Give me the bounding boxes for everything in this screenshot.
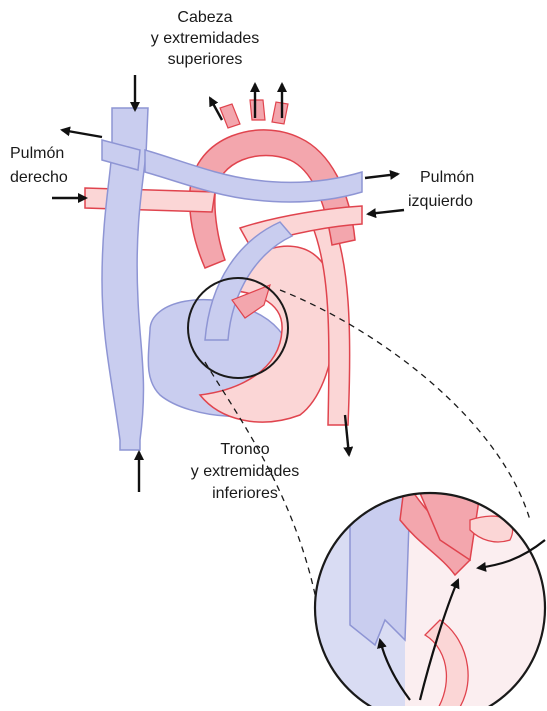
arch-branch-3 [272, 102, 288, 124]
label-head-3: superiores [168, 51, 243, 68]
label-trunk-1: Tronco [220, 441, 269, 458]
label-trunk-3: inferiores [212, 485, 278, 502]
label-right-lung-2: derecho [10, 169, 68, 186]
label-head-1: Cabeza [177, 9, 232, 26]
arch-branch-1 [220, 104, 240, 128]
label-trunk-2: y extremidades [191, 463, 300, 480]
zoom-detail [315, 480, 545, 706]
label-head-2: y extremidades [151, 30, 260, 47]
arch-branch-2 [250, 100, 265, 120]
label-right-lung-1: Pulmón [10, 145, 64, 162]
arrow-right-lung-out [62, 130, 102, 137]
label-left-lung-1: Pulmón [420, 169, 474, 186]
label-left-lung-2: izquierdo [408, 193, 473, 210]
arrow-left-lung-out [365, 174, 398, 178]
arrow-left-lung-in [368, 210, 404, 214]
right-pulmonary-artery [85, 188, 215, 212]
